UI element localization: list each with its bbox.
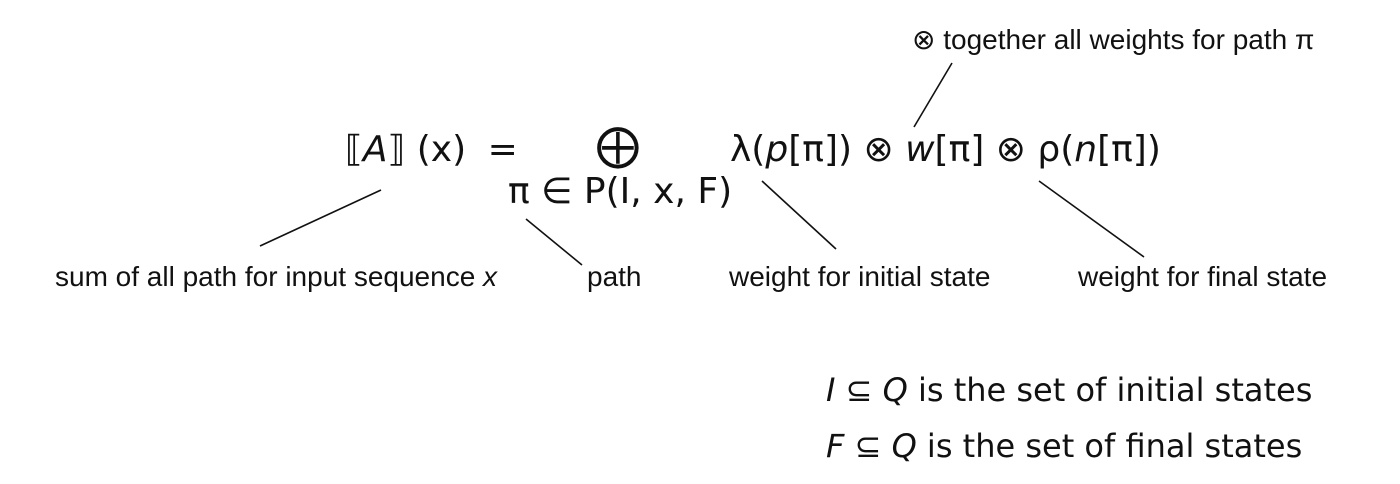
semantic-bracket-close: ⟧ — [387, 129, 406, 170]
annotation-weights-product: ⊗ together all weights for path π — [912, 24, 1315, 55]
semantic-bracket-open: ⟦ — [345, 129, 363, 170]
annotation-sum-all-variable: x — [483, 261, 498, 292]
initial-states-text: is the set of initial states — [907, 371, 1313, 409]
annotation-initial-weight: weight for initial state — [729, 261, 991, 292]
equation-lhs: ⟦A⟧ (x) = — [345, 132, 518, 168]
term-p: p — [765, 129, 789, 170]
term-p-argument: [π]) ⊗ — [788, 129, 906, 170]
direct-sum-operator: ⨁ — [596, 120, 640, 171]
definition-final-states: F ⊆ Q is the set of final states — [826, 430, 1302, 462]
state-set-symbol-initial: Q — [882, 371, 908, 409]
term-w: w — [905, 129, 935, 170]
initial-set-symbol: I — [826, 371, 836, 409]
definition-initial-states: I ⊆ Q is the set of initial states — [826, 374, 1312, 406]
equals-sign: = — [487, 129, 518, 170]
annotation-sum-all-text: sum of all path for input sequence — [55, 261, 484, 292]
term-n-argument: [π]) — [1097, 129, 1161, 170]
subset-relation-initial: ⊆ — [835, 371, 883, 409]
annotation-final-weight: weight for final state — [1078, 261, 1328, 292]
leader-line-sum-all — [259, 189, 382, 247]
equation-summand: λ(p[π]) ⊗ w[π] ⊗ ρ(n[π]) — [730, 132, 1161, 168]
lambda-open: λ( — [730, 129, 766, 170]
leader-line-path — [525, 218, 583, 266]
automaton-symbol: A — [362, 129, 388, 170]
state-set-symbol-final: Q — [891, 427, 917, 465]
annotation-path: path — [587, 261, 642, 292]
sum-index: π ∈ P(I, x, F) — [508, 171, 733, 212]
leader-line-final — [1038, 180, 1145, 258]
final-set-symbol: F — [826, 427, 845, 465]
annotation-sum-all-paths: sum of all path for input sequence x — [55, 263, 497, 291]
term-n: n — [1074, 129, 1098, 170]
leader-line-initial — [761, 180, 837, 250]
final-states-text: is the set of final states — [916, 427, 1303, 465]
lhs-argument: (x) — [416, 129, 467, 170]
subset-relation-final: ⊆ — [844, 427, 892, 465]
leader-line-weights — [913, 62, 953, 128]
term-w-argument: [π] ⊗ ρ( — [934, 129, 1075, 170]
